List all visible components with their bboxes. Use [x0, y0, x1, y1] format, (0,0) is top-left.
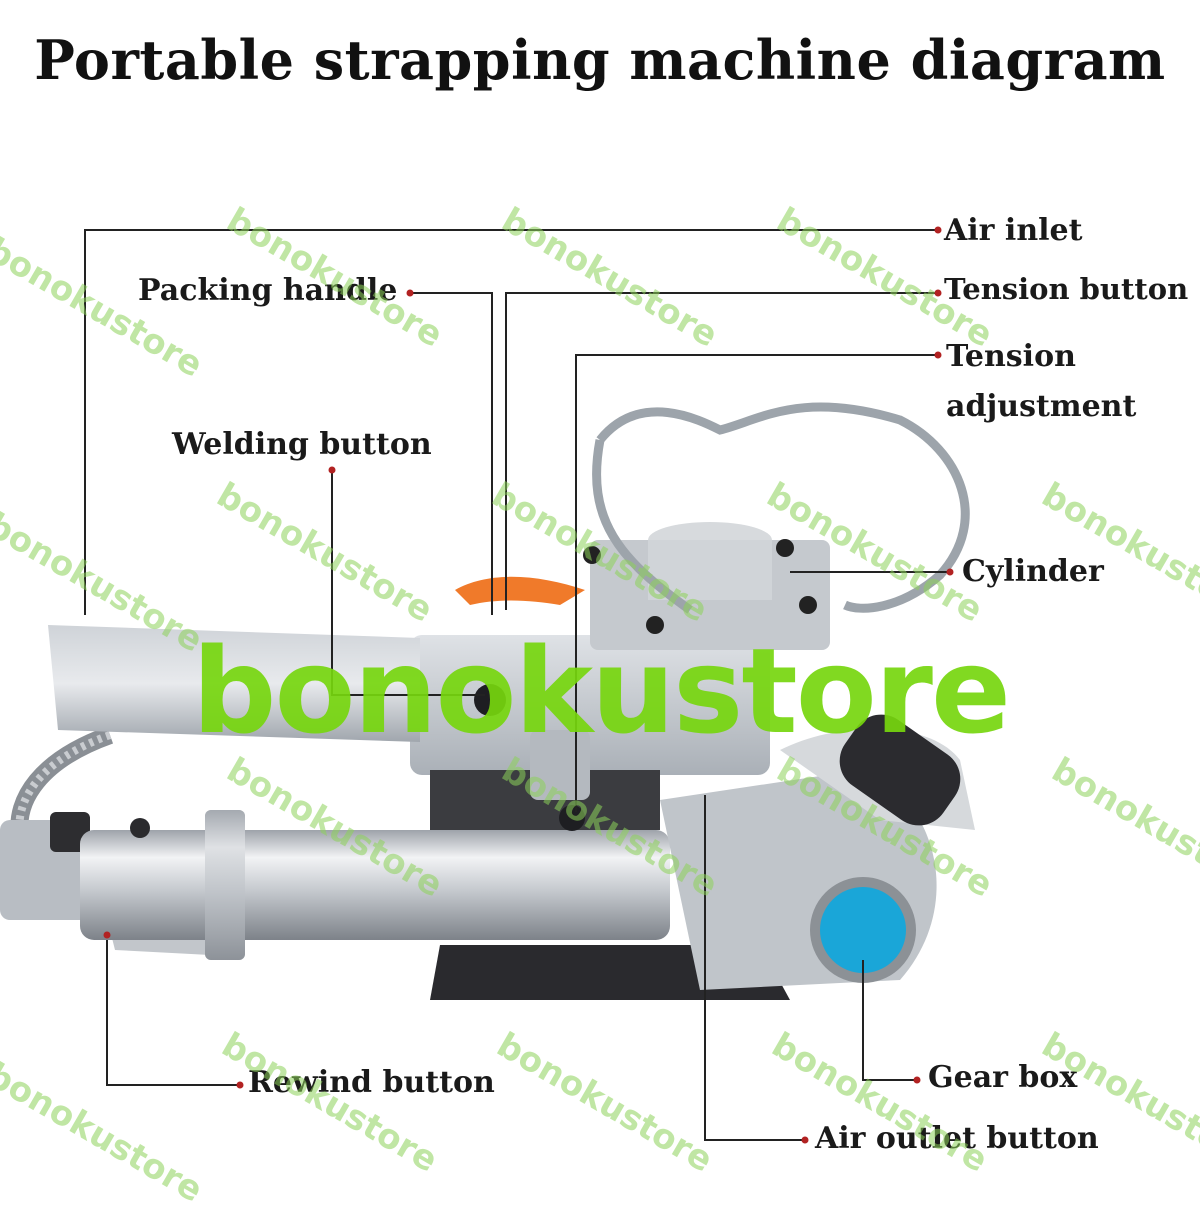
label-cylinder: Cylinder: [962, 554, 1104, 589]
main-body: [410, 635, 770, 775]
welding-button-knob: [474, 684, 506, 716]
label-packing-handle: Packing handle: [138, 273, 398, 308]
watermark-large: bonokustore: [192, 622, 1011, 760]
diagram-title: Portable strapping machine diagram: [34, 28, 1166, 92]
label-tension-adjustment-line1: Tension: [946, 339, 1076, 374]
tension-trigger: [455, 576, 585, 605]
leader-air-inlet: [84, 229, 938, 615]
label-tension-adjustment-line2: adjustment: [946, 389, 1137, 424]
packing-handle-shape: [48, 625, 420, 742]
leader-air-outlet: [704, 795, 803, 1141]
label-welding-button: Welding button: [172, 427, 432, 462]
leader-tension-adjustment: [575, 354, 938, 812]
label-tension-button: Tension button: [944, 272, 1189, 306]
bail-handle: [596, 402, 970, 613]
leader-rewind: [106, 940, 238, 1086]
leader-packing-handle: [412, 292, 493, 615]
label-air-inlet: Air inlet: [944, 213, 1083, 248]
label-gear-box: Gear box: [928, 1060, 1078, 1095]
leader-welding-button: [331, 470, 485, 696]
leader-dots: [103, 226, 954, 1144]
leader-tension-button: [505, 292, 938, 610]
label-air-outlet-button: Air outlet button: [815, 1121, 1099, 1156]
label-rewind-button: Rewind button: [248, 1065, 495, 1100]
leader-gear-box: [862, 960, 915, 1081]
gear-box-cap: [815, 882, 911, 978]
leader-lines: [84, 229, 948, 1141]
